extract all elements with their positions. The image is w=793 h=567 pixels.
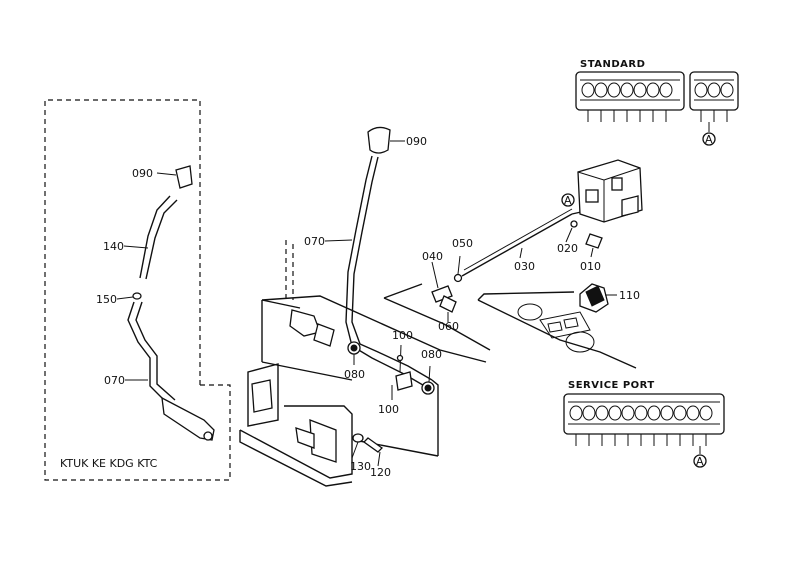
rod-end-a: 040 [422,250,453,303]
service-port-valve-bank: SERVICE PORT [563,380,725,468]
inset-knob: 090 [132,165,193,189]
callout-boot: 110 [619,289,640,302]
callout-clip: 010 [580,260,601,273]
main-lever: 070 [304,155,433,389]
callout-inset-grip: 140 [103,240,124,253]
marker-a2: A [705,133,713,146]
callout-main-knob: 090 [406,135,427,148]
inset-lever: 070 [104,301,215,441]
floor-cutouts [517,303,595,353]
plate-bolt: 120 [362,437,391,479]
callout-inset-knob: 090 [132,167,153,180]
marker-a1: A [564,194,572,207]
washer-a: 080 [344,341,365,381]
callout-washer-b: 080 [421,348,442,361]
standard-label: STANDARD [580,59,645,70]
callout-rod-end-a: 040 [422,250,443,263]
linkage-rod: 030 [461,208,573,277]
callout-bolt: 100 [378,403,399,416]
callout-pin: 060 [438,320,459,333]
variant-inset-panel: KTUK KE KDG KTC [44,99,231,481]
main-knob: 090 [367,126,427,154]
callout-spring-pin: 100 [392,329,413,342]
marker-a3: A [696,455,704,468]
callout-rod: 030 [514,260,535,273]
callout-nut-a: 050 [452,237,473,250]
control-valve: A [561,159,643,223]
pin: 060 [438,295,459,333]
spring-pin: 100 [392,329,413,373]
plate-nut: 130 [350,433,371,473]
callout-plate-nut: 130 [350,460,371,473]
rod-end-b: 020 [557,209,591,255]
callout-main-lever: 070 [304,235,325,248]
standard-valve-bank: STANDARD [575,59,739,146]
inset-clip: 150 [96,292,142,306]
bolt: 100 [378,371,413,416]
washer-b: 080 [421,348,442,395]
base-bracket [239,240,487,487]
callout-inset-lever: 070 [104,374,125,387]
variant-models-label: KTUK KE KDG KTC [60,457,158,470]
callout-washer-a: 080 [344,368,365,381]
clip: 010 [580,233,603,273]
floor-outline [383,283,637,369]
nut-a: 050 [452,237,473,283]
callout-plate-bolt: 120 [370,466,391,479]
inset-grip: 140 [103,195,178,280]
boot: 110 [579,283,640,313]
service-port-label: SERVICE PORT [568,380,655,391]
callout-inset-clip: 150 [96,293,117,306]
callout-rod-end-b: 020 [557,242,578,255]
